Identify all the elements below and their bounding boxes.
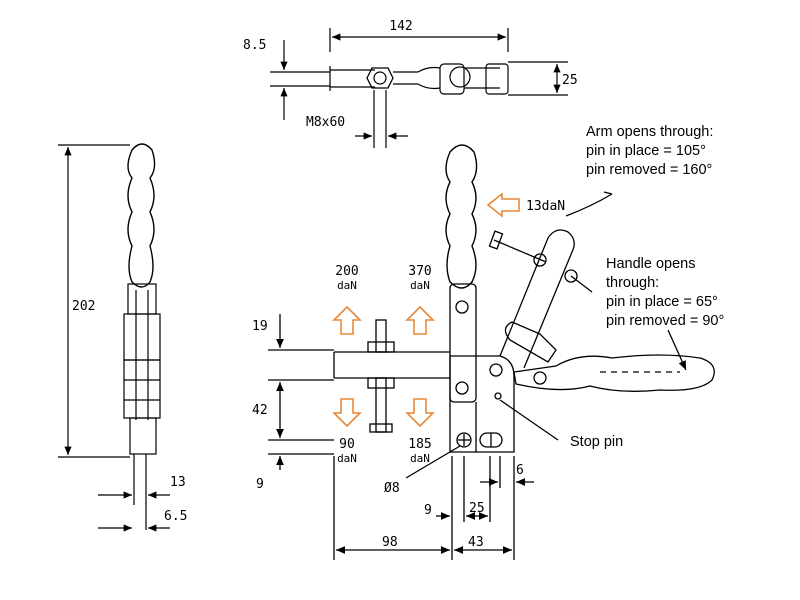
note-arm-line3: pin removed = 160° (586, 162, 712, 178)
arrow-handle-force (486, 192, 520, 218)
side-view (58, 143, 170, 532)
dim-202: 202 (72, 299, 95, 314)
dim-13: 13 (170, 475, 186, 490)
note-arm-line1: Arm opens through: (586, 124, 713, 140)
arrow-down-right (405, 398, 435, 428)
main-view (268, 144, 715, 560)
dim-8-5: 8.5 (243, 38, 266, 53)
arrow-down-left (332, 398, 362, 428)
dim-hole-8: Ø8 (384, 481, 400, 496)
dim-9-bottom: 9 (424, 503, 432, 518)
note-handle-line2: through: (606, 275, 659, 291)
dim-25: 25 (469, 501, 485, 516)
force-down-right-unit: daN (410, 452, 430, 465)
arrow-up-left (332, 305, 362, 335)
force-up-left-value: 200 (335, 264, 358, 279)
dim-6: 6 (516, 463, 524, 478)
dim-43: 43 (468, 535, 484, 550)
dim-142: 142 (389, 19, 412, 34)
dim-6-5: 6.5 (164, 509, 187, 524)
force-down-left-unit: daN (337, 452, 357, 465)
note-handle-line4: pin removed = 90° (606, 313, 724, 329)
dim-98: 98 (382, 535, 398, 550)
force-up-right-unit: daN (410, 279, 430, 292)
note-handle-line1: Handle opens (606, 256, 696, 272)
top-view (270, 28, 568, 148)
dim-25-top: 25 (562, 73, 578, 88)
dim-19: 19 (252, 319, 268, 334)
force-arrows (332, 192, 520, 428)
force-up-right-value: 370 (408, 264, 431, 279)
dim-9-left: 9 (256, 477, 264, 492)
note-stop-pin: Stop pin (570, 434, 623, 450)
force-handle: 13daN (526, 199, 565, 214)
dim-42: 42 (252, 403, 268, 418)
note-handle-line3: pin in place = 65° (606, 294, 718, 310)
note-arm-line2: pin in place = 105° (586, 143, 706, 159)
force-up-left-unit: daN (337, 279, 357, 292)
bolt-size: M8x60 (306, 115, 345, 130)
arrow-up-right (405, 305, 435, 335)
force-down-right-value: 185 (408, 437, 431, 452)
force-down-left-value: 90 (339, 437, 355, 452)
